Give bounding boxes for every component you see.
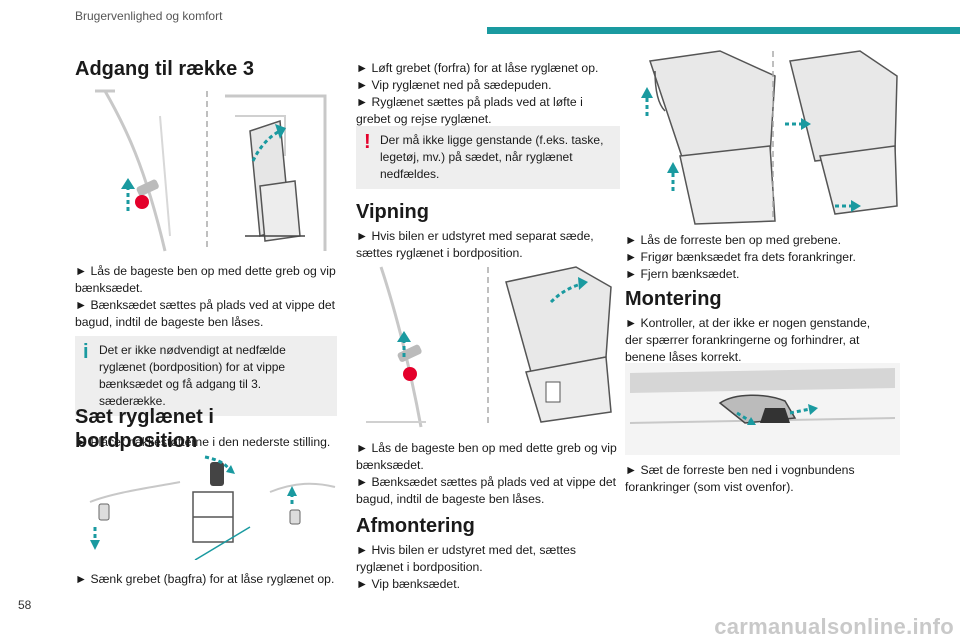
column-2: ► Løft grebet (forfra) for at låse ryglæ…	[356, 0, 622, 591]
column-1: Adgang til række 3 ► Lås de bageste ben …	[75, 0, 337, 586]
info-icon: i	[83, 341, 89, 363]
step-unlock-rear-legs-2: ► Lås de bageste ben op med dette greb o…	[356, 441, 617, 472]
info-note-text: Det er ikke nødvendigt at nedfælde ryglæ…	[99, 343, 286, 408]
step-tilt-back-2: ► Bænksædet sættes på plads ved at vippe…	[356, 475, 617, 506]
step-unlock-rear-legs: ► Lås de bageste ben op med dette greb o…	[75, 264, 336, 295]
step-lower-lever-rear: ► Sænk grebet (bagfra) for at låse ryglæ…	[75, 572, 335, 586]
step-remove-bench: ► Fjern bænksædet.	[625, 267, 740, 281]
figure-headrest-lever	[89, 455, 336, 560]
step-tilt-back: ► Bænksædet sættes på plads ved at vippe…	[75, 298, 336, 329]
step-lower-front-legs: ► Sæt de forreste ben ned i vognbundens …	[625, 463, 855, 494]
step-fold-backrest: ► Vip ryglænet ned på sædepuden.	[356, 78, 552, 92]
step-tilt-seat: ► Vip bænksædet.	[356, 577, 460, 591]
figure-tilt-bench-seat	[85, 86, 335, 256]
info-note: i Det er ikke nødvendigt at nedfælde ryg…	[75, 336, 337, 416]
step-raise-backrest: ► Ryglænet sættes på plads ved at løfte …	[356, 95, 583, 126]
warning-icon: !	[364, 131, 371, 153]
section-title-removal: Afmontering	[356, 515, 475, 537]
section-title-tilting: Vipning	[356, 201, 429, 223]
running-header: Brugervenlighed og komfort	[75, 9, 223, 23]
section-title-access-row3: Adgang til række 3	[75, 58, 254, 80]
step-unlock-front-legs: ► Lås de forreste ben op med grebene.	[625, 233, 842, 247]
figure-tilt-seat-with-lever	[366, 266, 612, 428]
step-release-anchors: ► Frigør bænksædet fra dets forankringer…	[625, 250, 856, 264]
step-headrests-lowest: ► Placer nakkestøtterne i den nederste s…	[75, 435, 331, 449]
section-title-table-position: Sæt ryglænet i bordposition	[75, 406, 214, 452]
step-lift-lever-front: ► Løft grebet (forfra) for at låse ryglæ…	[356, 61, 599, 75]
section-title-mounting: Montering	[625, 288, 722, 310]
step-removal-table: ► Hvis bilen er udstyret med det, sættes…	[356, 543, 577, 574]
step-separate-seat-table: ► Hvis bilen er udstyret med separat sæd…	[356, 229, 594, 260]
warning-note-text: Der må ikke ligge genstande (f.eks. task…	[380, 133, 604, 181]
figure-front-legs-unlock	[641, 50, 898, 225]
watermark: carmanualsonline.info	[714, 614, 954, 639]
page-number: 58	[18, 598, 32, 612]
figure-floor-anchor	[625, 363, 900, 455]
header-accent-bar	[487, 27, 960, 34]
warning-note: ! Der må ikke ligge genstande (f.eks. ta…	[356, 126, 620, 189]
step-check-anchors: ► Kontroller, at der ikke er nogen genst…	[625, 316, 871, 364]
